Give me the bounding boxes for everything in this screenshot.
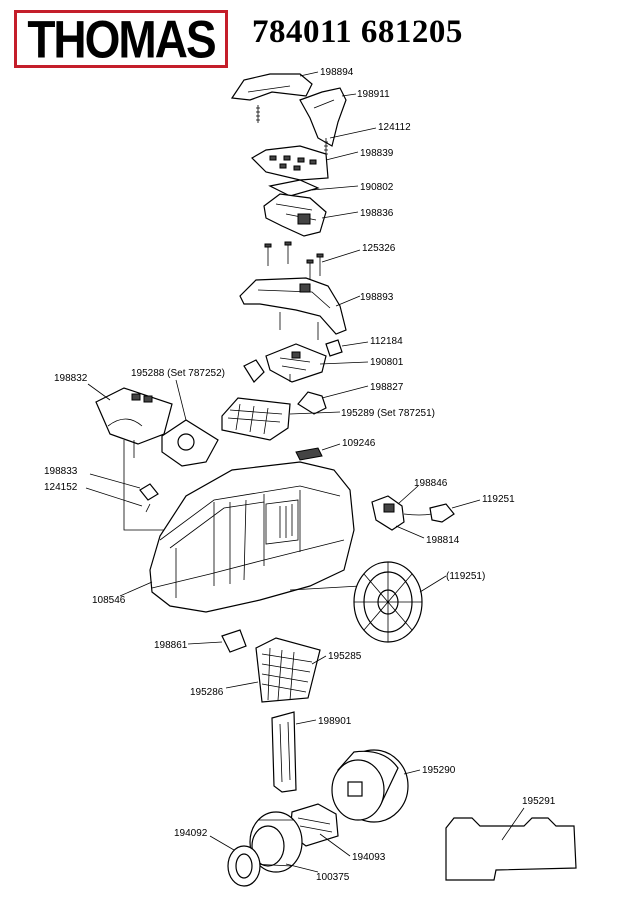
part-108546-main-housing (149, 461, 361, 613)
part-label: 195289 (Set 787251) (341, 408, 435, 419)
part-195288-filter-sheet (161, 419, 219, 467)
part-label: 119251 (482, 494, 515, 505)
part-label: 195285 (328, 651, 362, 662)
part-198833-latch (139, 483, 159, 501)
part-label: 124152 (44, 482, 78, 493)
model-numbers: 784011 681205 (252, 14, 463, 50)
part-195285-filter-frame (255, 637, 321, 703)
brand-logo-text: THOMAS (27, 9, 216, 69)
part-label: 195286 (190, 687, 224, 698)
part-119251-plug (403, 503, 455, 523)
part-190801-circuit-board (265, 343, 327, 383)
part-label: 195291 (522, 796, 556, 807)
part-125326-screws (264, 241, 324, 282)
brand-logo: THOMAS (14, 9, 228, 69)
part-100375-motor (249, 811, 303, 873)
part-label: (119251) (446, 571, 485, 582)
part-198836-insert (263, 193, 327, 237)
part-label: 198836 (360, 208, 394, 219)
part-label: 124112 (378, 122, 411, 133)
part-label: 198839 (360, 148, 394, 159)
part-label: 198893 (360, 292, 394, 303)
part-198832-bag-flap (95, 387, 173, 445)
part-label: 100375 (316, 872, 350, 883)
part-195290-cylinder-filter (331, 749, 409, 823)
part-label: 195288 (Set 787252) (131, 368, 225, 379)
part-119251-cable-reel (353, 561, 423, 643)
part-198827-clip (297, 391, 327, 415)
part-label: 198833 (44, 466, 78, 477)
part-109246-small-part (295, 447, 323, 461)
part-195291-box (445, 817, 577, 881)
part-190802-film (268, 179, 320, 197)
part-label: 125326 (362, 243, 396, 254)
part-label: 112184 (370, 336, 403, 347)
part-label: 198832 (54, 373, 88, 384)
part-label: 194093 (352, 852, 386, 863)
part-label: 108546 (92, 595, 126, 606)
part-198861-bracket (221, 629, 247, 653)
part-label: 194092 (174, 828, 208, 839)
part-195289-filter-grid (221, 397, 291, 441)
part-198893-handle-frame (239, 277, 347, 335)
part-198839-control-panel (251, 145, 329, 181)
part-label: 190801 (370, 357, 404, 368)
part-label: 198846 (414, 478, 448, 489)
part-label: 195290 (422, 765, 456, 776)
part-198846-cord-connector (371, 495, 405, 531)
part-label: 198894 (320, 67, 354, 78)
part-label: 198911 (357, 89, 390, 100)
part-198901-rail (271, 711, 297, 793)
part-112184-clip (325, 339, 343, 357)
part-198894-top-cover (230, 73, 313, 101)
part-label: 198901 (318, 716, 352, 727)
part-194092-ring (227, 845, 261, 887)
part-label: 190802 (360, 182, 394, 193)
part-label: 198814 (426, 535, 460, 546)
part-label: 198861 (154, 640, 188, 651)
part-198911-handle-piece (299, 87, 347, 147)
part-label: 109246 (342, 438, 376, 449)
part-label: 198827 (370, 382, 404, 393)
